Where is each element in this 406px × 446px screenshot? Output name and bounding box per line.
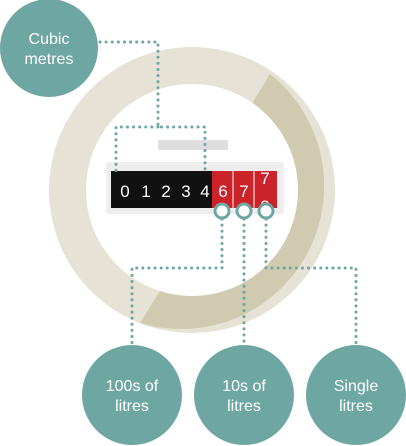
bubble-tens-litres-line1: 10s of xyxy=(222,378,266,395)
counter-red-block xyxy=(212,171,277,208)
meter-label-bar xyxy=(158,140,228,150)
dial-marker-tens xyxy=(235,202,253,220)
counter-digit: 3 xyxy=(181,182,190,201)
dial-marker-single xyxy=(257,202,275,220)
bubble-hundreds-litres-line2: litres xyxy=(115,398,149,415)
connector-single-litres xyxy=(264,217,358,347)
connector-hundreds-litres xyxy=(130,217,224,347)
counter-digit-rolling-top: 7 xyxy=(260,169,269,188)
counter-black-block xyxy=(111,171,212,208)
bubble-single-litres-line2: litres xyxy=(339,398,373,415)
bubble-cubic-metres-line2: metres xyxy=(25,51,74,68)
counter-digit: 1 xyxy=(141,182,150,201)
dial-marker-hundreds xyxy=(213,202,231,220)
bubble-hundreds-litres-line1: 100s of xyxy=(106,378,159,395)
bubble-cubic-metres-line1: Cubic xyxy=(29,31,70,48)
counter-digit-red: 7 xyxy=(239,182,248,201)
bubble-single-litres xyxy=(306,345,406,445)
bubble-single-litres-line1: Single xyxy=(334,378,379,395)
bubble-cubic-metres xyxy=(0,0,98,97)
connector-cubic-metres-branch xyxy=(114,125,160,173)
counter-digit-red: 6 xyxy=(218,182,227,201)
counter-digit: 0 xyxy=(120,182,129,201)
counter-digit: 2 xyxy=(161,182,170,201)
bubble-tens-litres xyxy=(194,345,294,445)
bubble-hundreds-litres xyxy=(82,345,182,445)
bubble-tens-litres-line2: litres xyxy=(227,398,261,415)
counter-digit: 4 xyxy=(200,182,209,201)
